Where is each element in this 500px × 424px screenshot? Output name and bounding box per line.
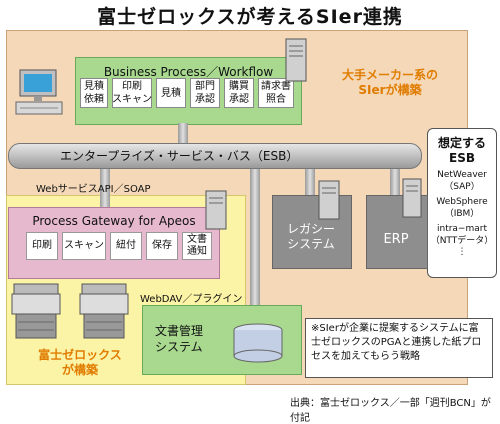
gateway-step-5: 文書 通知 <box>182 232 212 260</box>
workflow-step-3: 見積 <box>156 78 186 108</box>
webdav-label: WebDAV／プラグイン <box>140 294 243 305</box>
workflow-step-5: 購買 承認 <box>224 78 254 108</box>
esb-callout: 想定する ESB NetWeaver （SAP） WebSphere （IBM）… <box>427 128 497 278</box>
server-icon <box>318 180 340 220</box>
large-si-label: 大手メーカー系の SIerが構築 <box>335 68 445 98</box>
server-icon <box>205 190 227 230</box>
legacy-system-label: レガシー システム <box>286 222 335 251</box>
computer-icon <box>14 68 66 118</box>
strategy-note: ※SIerが企業に提案するシステムに富士ゼロックスのPGAと連携した紙プロセスを… <box>305 318 493 378</box>
pipe-gateway <box>100 167 110 207</box>
workflow-step-1: 見積 依頼 <box>80 78 108 108</box>
callout-item-3: intra−mart （NTTデータ） <box>430 224 494 246</box>
source-credit: 出典：富士ゼロックス／一部「週刊BCN」が付記 <box>290 398 491 424</box>
large-si-line1: 大手メーカー系の <box>341 68 438 82</box>
fuji-line2: が構築 <box>61 363 98 377</box>
workflow-step-2: 印刷 スキャン <box>112 78 152 108</box>
gateway-step-1: 印刷 <box>26 232 58 260</box>
pipe-docmgmt <box>250 167 260 307</box>
doc-management-label: 文書管理 システム <box>155 324 204 354</box>
pipe-workflow <box>178 123 188 145</box>
fuji-line1: 富士ゼロックス <box>38 348 122 362</box>
server-icon <box>285 38 307 82</box>
printer-icon <box>10 282 62 342</box>
process-gateway-title: Process Gateway for Apeos <box>32 214 196 228</box>
pipe-erp <box>390 167 400 197</box>
workflow-step-4: 部門 承認 <box>190 78 220 108</box>
esb-bus <box>8 143 422 169</box>
callout-head1: 想定する <box>437 136 486 150</box>
business-process-title: Business Process／Workflow <box>103 65 274 79</box>
callout-item-2: WebSphere （IBM） <box>436 197 488 219</box>
callout-item-4: ⋮ <box>457 247 467 257</box>
gateway-step-4: 保存 <box>146 232 178 260</box>
callout-item-1: NetWeaver （SAP） <box>437 170 487 192</box>
gateway-step-2: スキャン <box>62 232 106 260</box>
page-title: 富士ゼロックスが考えるSIer連携 <box>97 6 403 28</box>
gateway-step-3: 紐付 <box>110 232 142 260</box>
fuji-label: 富士ゼロックス が構築 <box>20 348 140 378</box>
callout-head2: ESB <box>449 151 475 165</box>
erp-label: ERP <box>383 232 409 247</box>
database-icon <box>228 322 288 366</box>
esb-label: エンタープライズ・サービス・バス（ESB） <box>60 149 299 163</box>
large-si-line2: SIerが構築 <box>358 83 422 97</box>
pipe-legacy <box>305 167 315 197</box>
workflow-step-6: 請求書 照合 <box>258 78 294 108</box>
printer-icon <box>78 282 130 342</box>
web-api-label: WebサービスAPI／SOAP <box>36 184 151 195</box>
server-icon <box>402 178 422 218</box>
